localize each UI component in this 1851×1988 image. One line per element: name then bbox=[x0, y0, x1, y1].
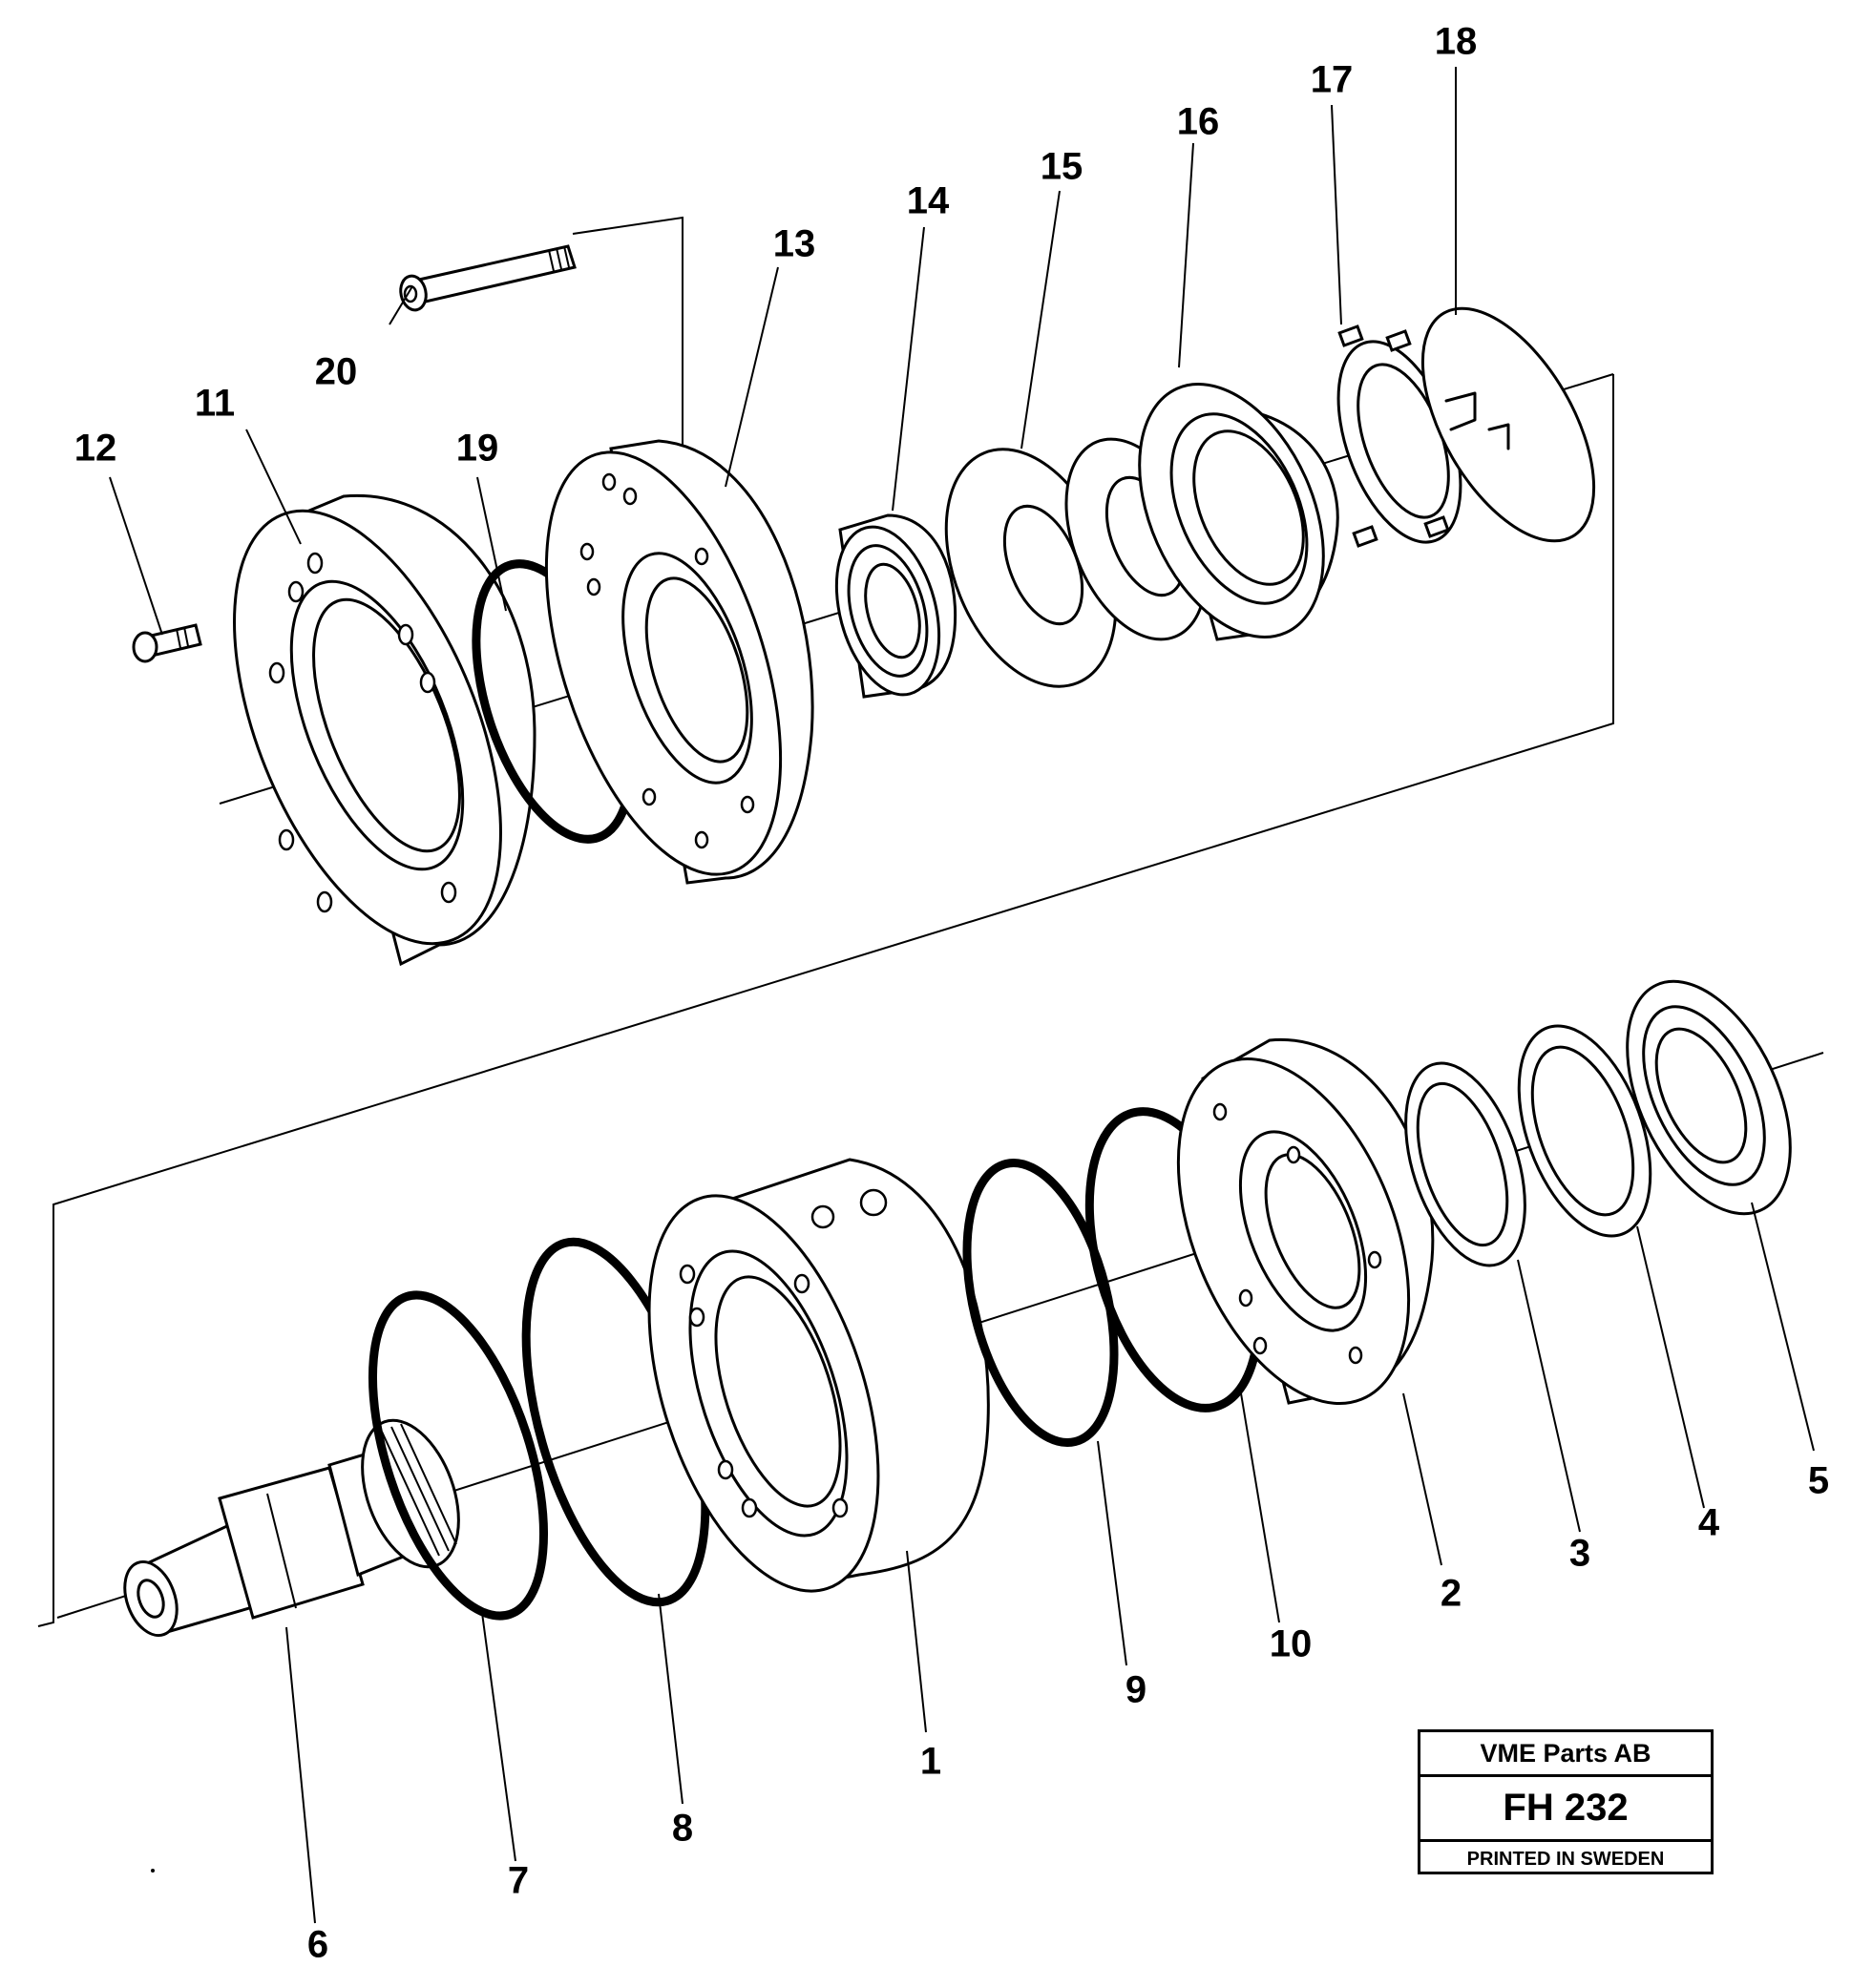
part-6-shaft bbox=[123, 1418, 460, 1638]
part-11-flange bbox=[233, 493, 536, 967]
callout-17: 17 bbox=[1311, 59, 1354, 101]
callout-7: 7 bbox=[508, 1860, 529, 1902]
callout-20: 20 bbox=[315, 351, 358, 393]
callout-14: 14 bbox=[907, 180, 950, 222]
print-speck bbox=[151, 1869, 155, 1873]
leader-lines bbox=[109, 67, 1815, 1924]
part-13-plate bbox=[544, 439, 814, 885]
callout-6: 6 bbox=[307, 1924, 328, 1966]
part-3-seal bbox=[1404, 1061, 1526, 1267]
callout-11: 11 bbox=[195, 383, 235, 425]
callout-4: 4 bbox=[1698, 1502, 1720, 1544]
part-18-disc bbox=[1420, 306, 1596, 543]
title-block-code: FH 232 bbox=[1503, 1786, 1629, 1829]
callout-12: 12 bbox=[74, 428, 117, 470]
callout-1: 1 bbox=[920, 1741, 941, 1783]
part-20-bolt bbox=[399, 244, 577, 312]
part-12-screw bbox=[132, 623, 202, 663]
callout-10: 10 bbox=[1270, 1623, 1313, 1665]
part-1-housing bbox=[647, 1158, 990, 1593]
callout-19: 19 bbox=[456, 428, 499, 470]
callout-2: 2 bbox=[1441, 1573, 1462, 1615]
callout-18: 18 bbox=[1435, 21, 1478, 63]
part-2-flange bbox=[1176, 1037, 1435, 1406]
part-14-bearing bbox=[834, 513, 957, 699]
callout-15: 15 bbox=[1041, 146, 1083, 188]
callout-8: 8 bbox=[672, 1808, 693, 1850]
title-block: VME Parts AB FH 232 PRINTED IN SWEDEN bbox=[1418, 1729, 1714, 1874]
part-16-housing bbox=[1138, 383, 1339, 641]
title-block-printed: PRINTED IN SWEDEN bbox=[1420, 1839, 1711, 1877]
callout-3: 3 bbox=[1569, 1533, 1590, 1575]
part-5-bearing bbox=[1626, 979, 1792, 1216]
callout-16: 16 bbox=[1177, 101, 1220, 143]
title-block-company: VME Parts AB bbox=[1420, 1732, 1711, 1777]
part-7-oring bbox=[368, 1290, 549, 1621]
callout-5: 5 bbox=[1808, 1460, 1829, 1502]
callout-13: 13 bbox=[773, 223, 816, 265]
callout-9: 9 bbox=[1125, 1669, 1146, 1711]
